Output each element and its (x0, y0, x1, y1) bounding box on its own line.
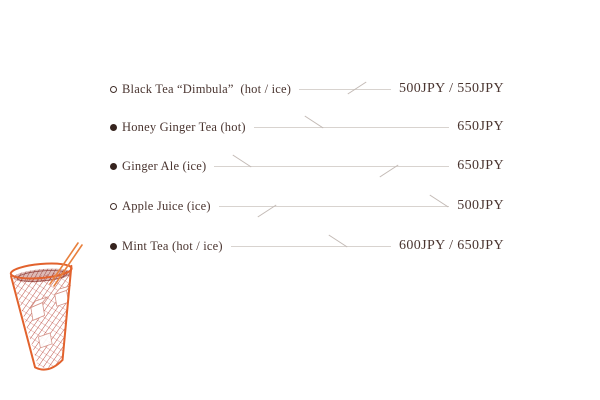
leader-line (213, 154, 450, 178)
menu-row: Ginger Ale (ice) 650JPY (110, 154, 504, 178)
leader-stroke (257, 204, 277, 218)
open-circle-bullet-icon (110, 85, 117, 93)
item-name: Apple Juice (ice) (122, 198, 211, 213)
item-price: 650JPY (457, 119, 504, 134)
leader-line (253, 115, 451, 135)
iced-drink-sketch (4, 240, 96, 380)
leader-stroke (232, 154, 252, 168)
leader-stroke (304, 115, 324, 129)
item-name: Ginger Ale (ice) (122, 158, 207, 173)
straw-icon (49, 242, 79, 285)
filled-circle-bullet-icon (110, 162, 117, 170)
leader-line (298, 81, 392, 97)
menu-row: Black Tea “Dimbula” (hot / ice) 500JPY /… (110, 81, 504, 97)
item-price: 650JPY (457, 158, 504, 173)
item-price: 600JPY / 650JPY (398, 238, 504, 253)
leader-stroke (429, 194, 449, 208)
menu-row: Honey Ginger Tea (hot) 650JPY (110, 115, 504, 135)
item-name: Black Tea “Dimbula” (hot / ice) (122, 81, 292, 96)
menu-row: Apple Juice (ice) 500JPY (110, 194, 504, 218)
item-name: Honey Ginger Tea (hot) (122, 119, 246, 134)
iced-drink-cup-icon (9, 242, 83, 371)
leader-line (230, 234, 392, 254)
filled-circle-bullet-icon (110, 123, 117, 131)
item-name: Mint Tea (hot / ice) (122, 238, 223, 253)
filled-circle-bullet-icon (110, 242, 117, 250)
leader-stroke (328, 234, 348, 248)
open-circle-bullet-icon (110, 202, 117, 210)
leader-stroke (379, 164, 399, 178)
menu-row: Mint Tea (hot / ice) 600JPY / 650JPY (110, 234, 504, 254)
item-price: 500JPY / 550JPY (398, 81, 504, 96)
item-price: 500JPY (457, 198, 504, 213)
leader-line (218, 194, 450, 218)
leader-stroke (347, 81, 367, 95)
